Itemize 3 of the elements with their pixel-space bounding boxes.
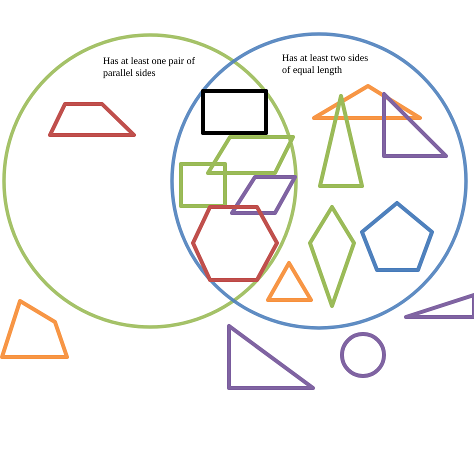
venn-circle — [170, 32, 468, 330]
circle-label: Has at least two sides of equal length — [282, 53, 370, 77]
circle-label: Has at least one pair of parallel sides — [103, 56, 196, 80]
